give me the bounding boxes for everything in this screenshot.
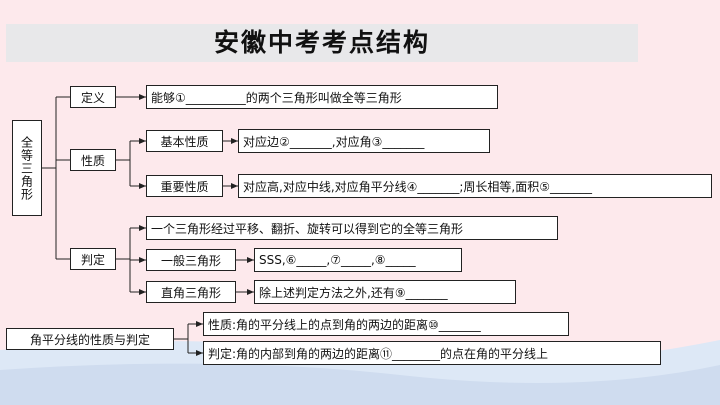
important-property-text-box: 对应高,对应中线,对应角平分线④_______;周长相等,面积⑤_______	[238, 174, 712, 198]
judgement-node: 判定	[70, 248, 116, 270]
definition-label: 定义	[80, 90, 105, 105]
basic-property-label: 基本性质	[160, 134, 209, 149]
definition-text: 能够①__________的两个三角形叫做全等三角形	[151, 90, 402, 105]
bisector-property-text: 性质:角的平分线上的点到角的两边的距离⑩_______	[208, 317, 481, 332]
right-triangle-node: 直角三角形	[146, 281, 236, 303]
root-label: 全等三角形	[19, 135, 34, 201]
important-property-label: 重要性质	[160, 179, 209, 194]
basic-property-text: 对应边②_______,对应角③_______	[243, 134, 425, 149]
right-triangle-label: 直角三角形	[160, 285, 221, 300]
important-property-node: 重要性质	[146, 175, 223, 197]
right-triangle-text: 除上述判定方法之外,还有⑨_______	[259, 285, 448, 300]
definition-node: 定义	[70, 86, 116, 108]
basic-property-text-box: 对应边②_______,对应角③_______	[238, 129, 490, 153]
transform-text: 一个三角形经过平移、翻折、旋转可以得到它的全等三角形	[151, 221, 464, 236]
general-triangle-text-box: SSS,⑥_____,⑦_____,⑧_____	[254, 248, 462, 272]
title-bar	[6, 24, 638, 62]
bisector-property-box: 性质:角的平分线上的点到角的两边的距离⑩_______	[203, 312, 569, 336]
page-title: 安徽中考考点结构	[213, 28, 430, 57]
basic-property-node: 基本性质	[146, 130, 223, 152]
bisector-judgement-text: 判定:角的内部到角的两边的距离⑪________的点在角的平分线上	[208, 346, 549, 361]
general-triangle-label: 一般三角形	[160, 253, 221, 268]
properties-node: 性质	[70, 149, 116, 171]
bisector-node: 角平分线的性质与判定	[6, 328, 174, 350]
transform-text-box: 一个三角形经过平移、翻折、旋转可以得到它的全等三角形	[146, 216, 558, 240]
judgement-label: 判定	[80, 252, 105, 267]
bisector-judgement-box: 判定:角的内部到角的两边的距离⑪________的点在角的平分线上	[203, 341, 661, 365]
arrow-head	[139, 94, 146, 100]
general-triangle-text: SSS,⑥_____,⑦_____,⑧_____	[259, 253, 416, 267]
right-triangle-text-box: 除上述判定方法之外,还有⑨_______	[254, 280, 516, 304]
general-triangle-node: 一般三角形	[146, 249, 236, 271]
bisector-label: 角平分线的性质与判定	[29, 332, 150, 347]
properties-label: 性质	[80, 153, 105, 168]
definition-text-box: 能够①__________的两个三角形叫做全等三角形	[146, 85, 498, 109]
important-property-text: 对应高,对应中线,对应角平分线④_______;周长相等,面积⑤_______	[243, 179, 593, 194]
root-node: 全等三角形	[12, 120, 42, 216]
